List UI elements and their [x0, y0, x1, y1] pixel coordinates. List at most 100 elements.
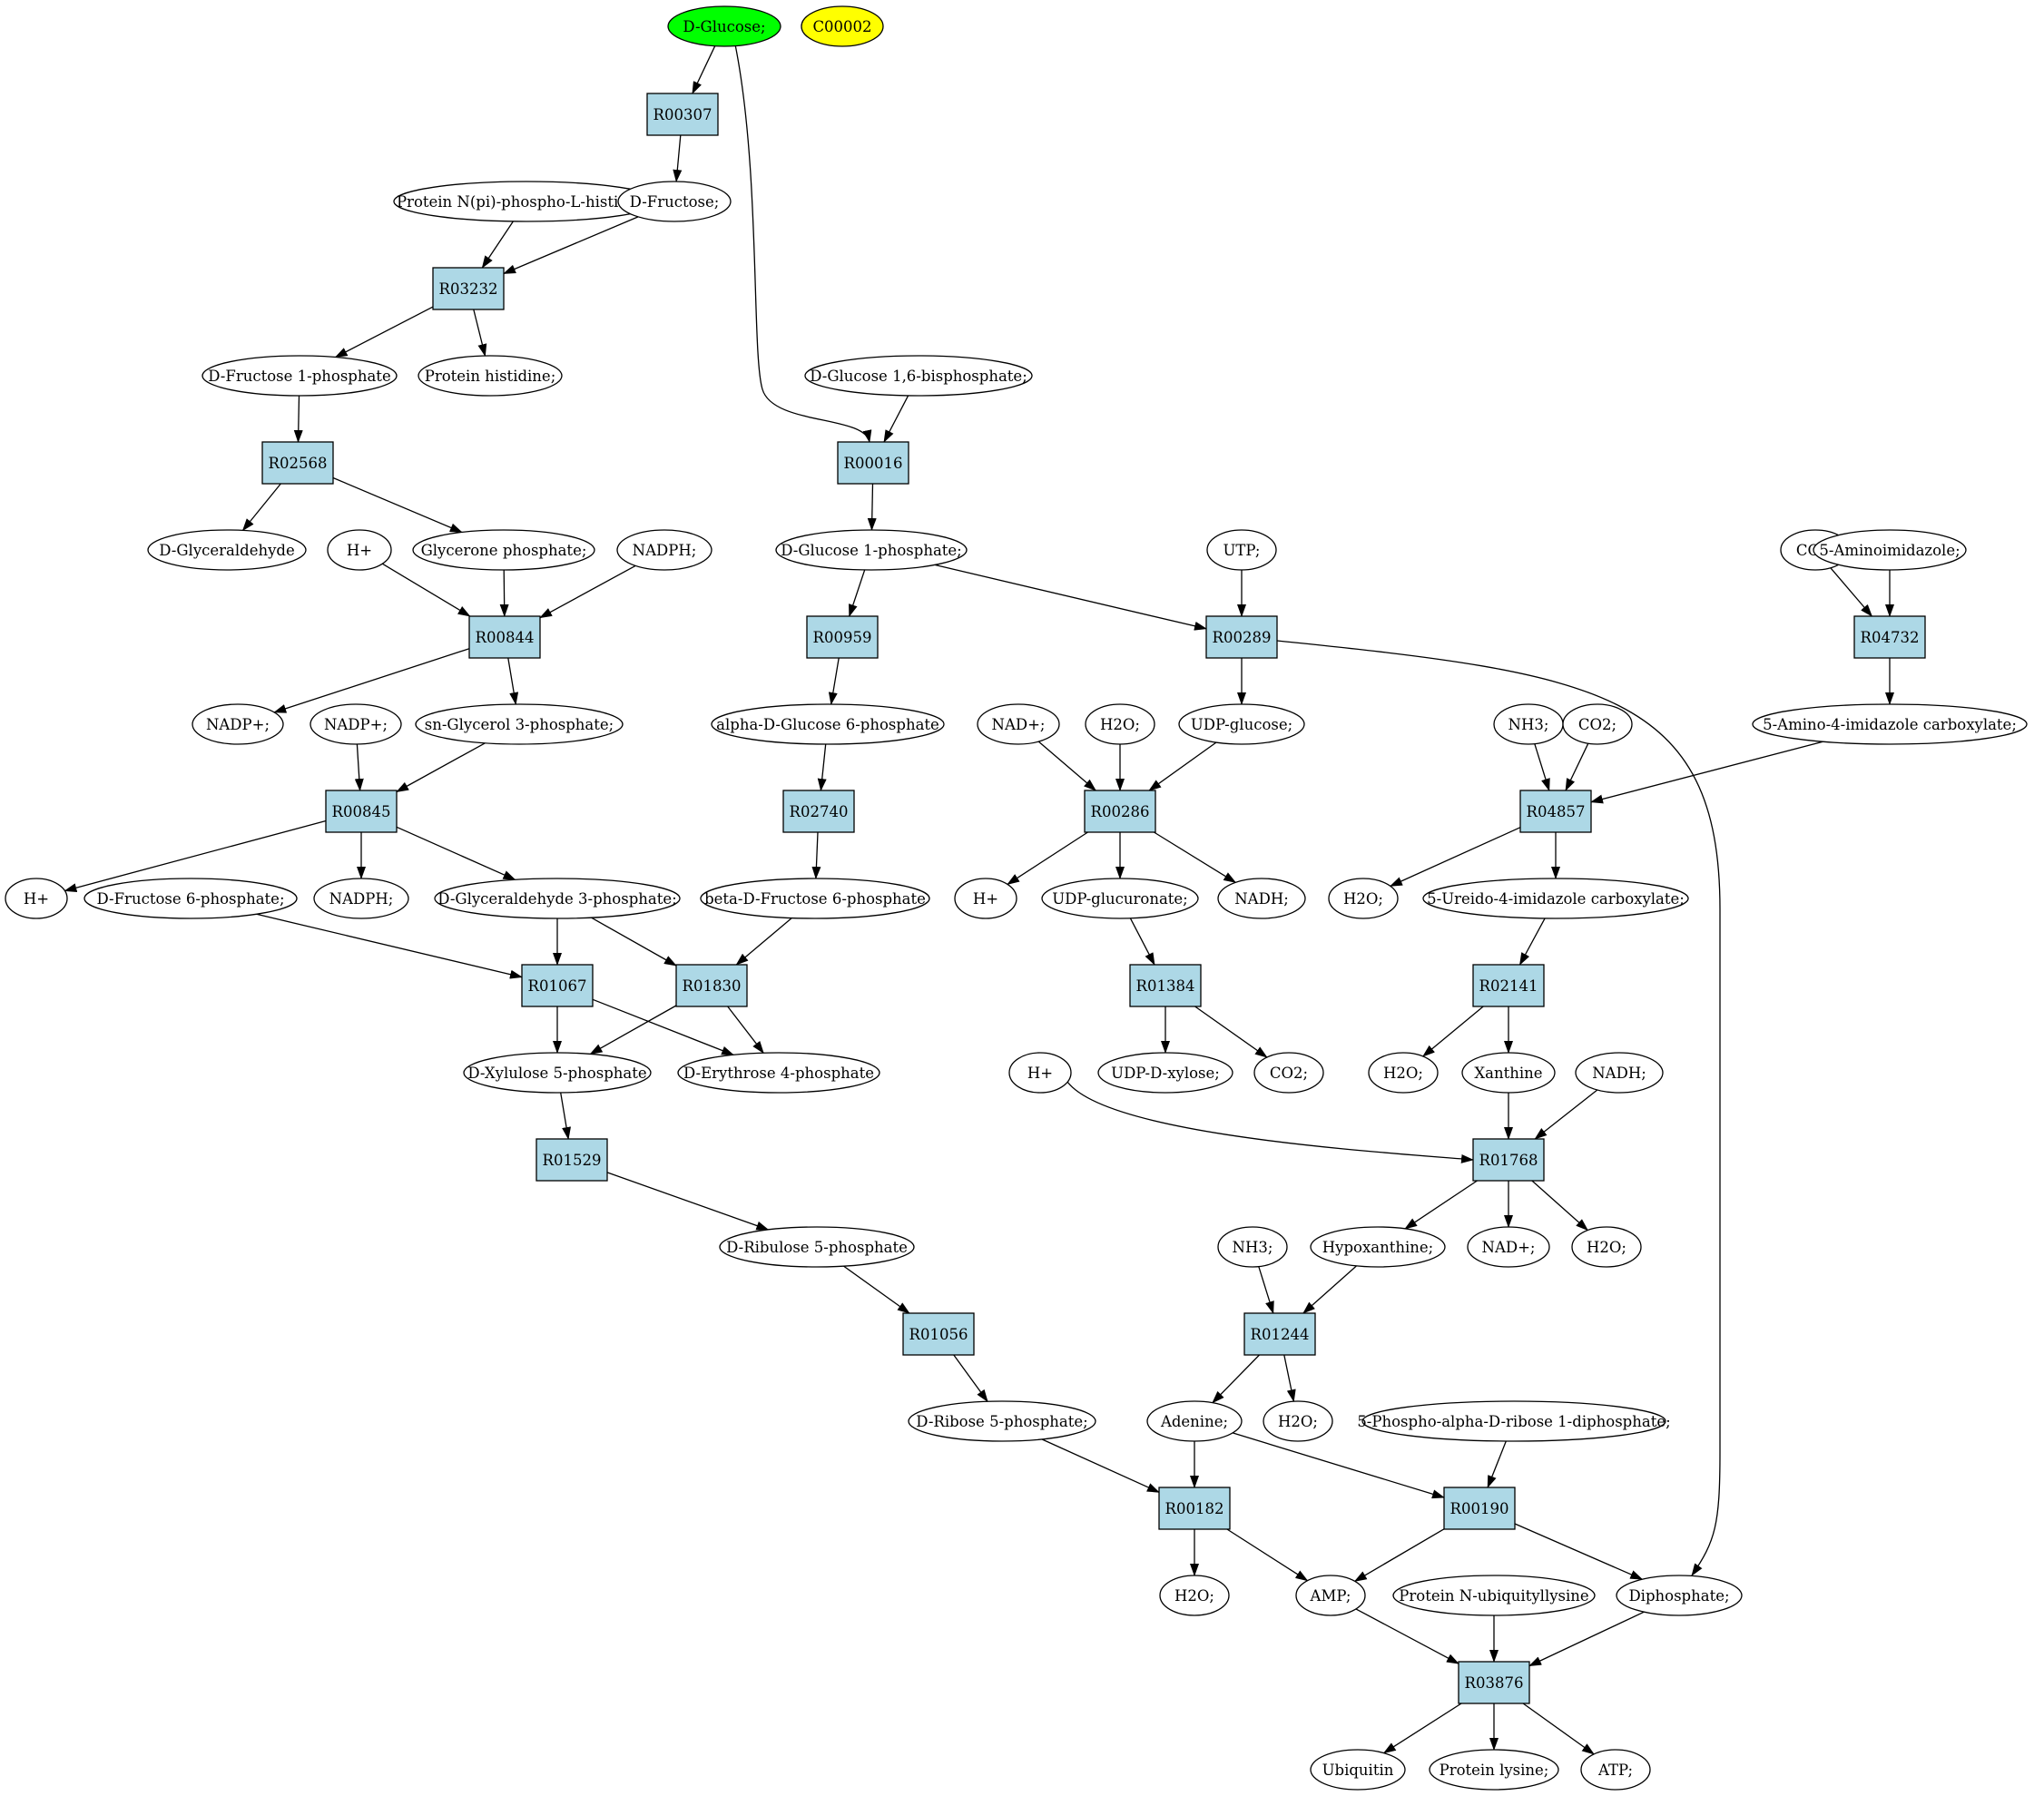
- metabolite-node-n-nadplus2: NAD+;: [1467, 1226, 1550, 1268]
- reaction-node-r-r04857: R04857: [1519, 790, 1592, 833]
- node-label: Diphosphate;: [1628, 1587, 1729, 1605]
- metabolite-ellipse: [1253, 1052, 1324, 1094]
- reaction-node-r-r00845: R00845: [325, 790, 398, 833]
- metabolite-ellipse: [1217, 878, 1306, 919]
- node-label: Protein lysine;: [1440, 1762, 1549, 1779]
- node-label: NADH;: [1592, 1065, 1646, 1082]
- node-label: R00190: [1450, 1500, 1509, 1517]
- metabolite-ellipse: [84, 878, 298, 919]
- edge-arrow: [589, 1005, 677, 1055]
- edge-arrow: [727, 1006, 764, 1055]
- reaction-box: [261, 441, 334, 485]
- node-label: H2O;: [1343, 890, 1383, 908]
- metabolite-ellipse: [804, 355, 1033, 397]
- edge-arrow: [735, 918, 792, 966]
- metabolite-ellipse: [1580, 1749, 1651, 1791]
- edge-arrow: [396, 742, 486, 793]
- edge-layer: [64, 44, 1894, 1755]
- reaction-node-r-r00182: R00182: [1158, 1487, 1231, 1530]
- metabolite-node-n-nh3a: NH3;: [1493, 703, 1564, 745]
- node-label: D-Ribose 5-phosphate;: [916, 1413, 1087, 1430]
- reaction-box: [521, 964, 594, 1007]
- node-label: H2O;: [1100, 716, 1140, 733]
- metabolite-ellipse: [1392, 1575, 1596, 1616]
- node-label: UDP-glucuronate;: [1052, 890, 1187, 908]
- edge-arrow: [1041, 1438, 1160, 1493]
- metabolite-ellipse: [412, 529, 595, 571]
- metabolite-node-n-h2o6: H2O;: [1159, 1575, 1230, 1616]
- metabolite-node-n-udpglucuronate: UDP-glucuronate;: [1041, 878, 1199, 919]
- metabolite-ellipse: [5, 878, 68, 919]
- edge-arrow: [1389, 827, 1521, 887]
- edge-arrow: [817, 743, 827, 791]
- metabolite-ellipse: [617, 181, 732, 222]
- reaction-node-r-r00844: R00844: [468, 615, 541, 659]
- node-label: NADP+;: [324, 716, 388, 733]
- edge-arrow: [591, 917, 677, 967]
- metabolite-node-n-atp: ATP;: [1580, 1749, 1651, 1791]
- edge-arrow: [1534, 1089, 1598, 1140]
- reaction-node-r-r01830: R01830: [675, 964, 748, 1007]
- metabolite-ellipse: [700, 878, 930, 919]
- metabolite-ellipse: [1752, 703, 2028, 745]
- edge-arrow: [1528, 1611, 1645, 1667]
- metabolite-node-n-amp: AMP;: [1295, 1575, 1366, 1616]
- edge-arrow: [381, 563, 471, 617]
- metabolite-node-n-5amino4imid: 5-Amino-4-imidazole carboxylate;: [1752, 703, 2028, 745]
- metabolite-ellipse: [313, 878, 409, 919]
- metabolite-ellipse: [1562, 703, 1633, 745]
- node-label: D-Fructose 1-phosphate: [208, 368, 390, 385]
- node-label: sn-Glycerol 3-phosphate;: [425, 716, 614, 733]
- node-label: CO2;: [1578, 716, 1617, 733]
- edge-arrow: [1518, 918, 1546, 966]
- node-label: D-Glucose;: [683, 18, 765, 35]
- edge-arrow: [293, 395, 303, 443]
- reaction-node-r-r01244: R01244: [1243, 1312, 1316, 1356]
- edge-arrow: [1283, 1354, 1296, 1403]
- node-label: R00182: [1165, 1500, 1224, 1517]
- node-label: Xanthine: [1474, 1065, 1542, 1082]
- node-label: D-Fructose;: [630, 193, 720, 211]
- node-label: H+: [1027, 1065, 1053, 1082]
- metabolite-ellipse: [310, 703, 402, 745]
- metabolite-node-n-nadh2: NADH;: [1575, 1052, 1664, 1094]
- metabolite-ellipse: [1310, 1749, 1406, 1791]
- node-label: R00286: [1091, 803, 1150, 820]
- edge-arrow: [1302, 1265, 1357, 1314]
- node-label: CO2;: [1270, 1065, 1308, 1082]
- metabolite-node-n-xanthine: Xanthine: [1461, 1052, 1556, 1094]
- metabolite-node-n-5aminoimid: 5-Aminoimidazole;: [1813, 529, 1967, 571]
- metabolite-ellipse: [1178, 703, 1305, 745]
- node-label: Adenine;: [1160, 1413, 1228, 1430]
- edge-arrow: [273, 648, 470, 713]
- node-label: Hypoxanthine;: [1322, 1239, 1433, 1256]
- node-label: NADP+;: [206, 716, 270, 733]
- node-label: R01056: [909, 1326, 968, 1343]
- node-label: 5-Amino-4-imidazole carboxylate;: [1763, 716, 2017, 733]
- node-label: 5-Aminoimidazole;: [1819, 542, 1960, 559]
- metabolite-node-n-dxyl5p: D-Xylulose 5-phosphate: [463, 1052, 652, 1094]
- node-label: H2O;: [1587, 1239, 1626, 1256]
- metabolite-ellipse: [908, 1400, 1096, 1442]
- node-label: R00307: [653, 106, 712, 123]
- node-label: NAD+;: [1482, 1239, 1536, 1256]
- metabolite-node-n-nadph1: NADPH;: [616, 529, 712, 571]
- edge-arrow: [503, 216, 639, 275]
- metabolite-node-n-5ureido: 5-Ureido-4-imidazole carboxylate;: [1422, 878, 1689, 919]
- metabolite-node-n-utp: UTP;: [1206, 529, 1277, 571]
- node-label: UTP;: [1223, 542, 1261, 559]
- metabolite-node-n-prpp: 5-Phospho-alpha-D-ribose 1-diphosphate;: [1357, 1400, 1671, 1442]
- metabolite-ellipse: [418, 355, 563, 397]
- edge-arrow: [1258, 1266, 1274, 1314]
- metabolite-ellipse: [1368, 1052, 1439, 1094]
- metabolite-ellipse: [1263, 1400, 1333, 1442]
- reaction-box: [806, 615, 879, 659]
- node-label: beta-D-Fructose 6-phosphate: [704, 890, 926, 908]
- metabolite-ellipse: [463, 1052, 652, 1094]
- edge-arrow: [1355, 1608, 1459, 1664]
- metabolite-node-n-snglycerol3p: sn-Glycerol 3-phosphate;: [415, 703, 624, 745]
- node-label: ATP;: [1597, 1762, 1633, 1779]
- metabolite-node-n-co2c: CO2;: [1253, 1052, 1324, 1094]
- reaction-box: [782, 790, 855, 833]
- reaction-node-r-r02568: R02568: [261, 441, 334, 485]
